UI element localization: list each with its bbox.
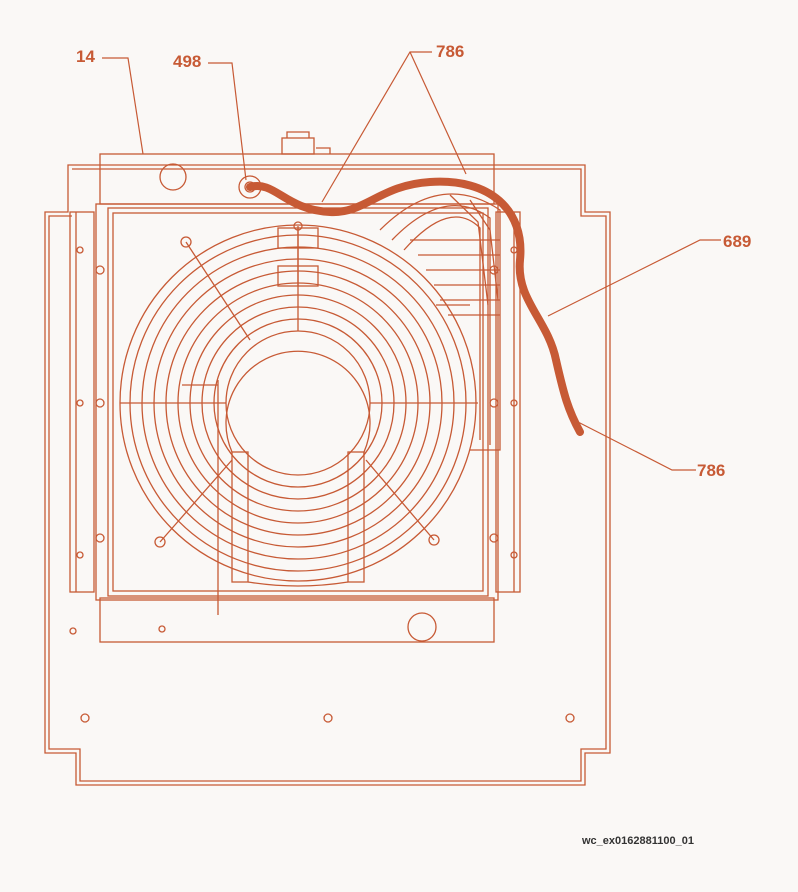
overflow-fitting [316,147,331,154]
left-side-bracket [69,211,95,593]
leader-786-right [577,421,696,471]
coolant-overflow-hose [246,177,584,436]
lower-slot-left [231,451,249,583]
plate-holes [69,625,575,723]
callout-786-top: 786 [436,42,464,61]
leader-689 [547,239,721,317]
leader-lines [102,51,721,471]
upper-tank-port [159,163,187,191]
callout-498: 498 [173,52,201,71]
leader-786-top [321,51,432,203]
hose-support-cage [379,193,501,451]
mounting-plate-inner-edge [48,168,607,782]
leader-498 [208,62,247,181]
leader-786-top-b [409,51,467,175]
callout-14: 14 [76,47,95,66]
radiator-filler-neck [281,137,315,155]
shroud-mount-holes [76,246,518,559]
radiator-filler-cap [286,131,310,138]
lower-tank-port [407,612,437,642]
mounting-plate [44,164,611,786]
lower-slot-bottom [247,581,349,587]
fan-hub-cutout [225,350,371,455]
radiator-bottom-tank [99,597,495,643]
radiator-core-frame [95,203,499,601]
document-id: wc_ex0162881100_01 [581,835,694,847]
lower-slot-right [347,451,365,583]
leader-14 [102,57,144,155]
callout-786-right: 786 [697,461,725,480]
callout-689: 689 [723,232,751,251]
fan-shroud-inner [112,212,484,592]
fan-guard-mount-points [154,221,440,548]
